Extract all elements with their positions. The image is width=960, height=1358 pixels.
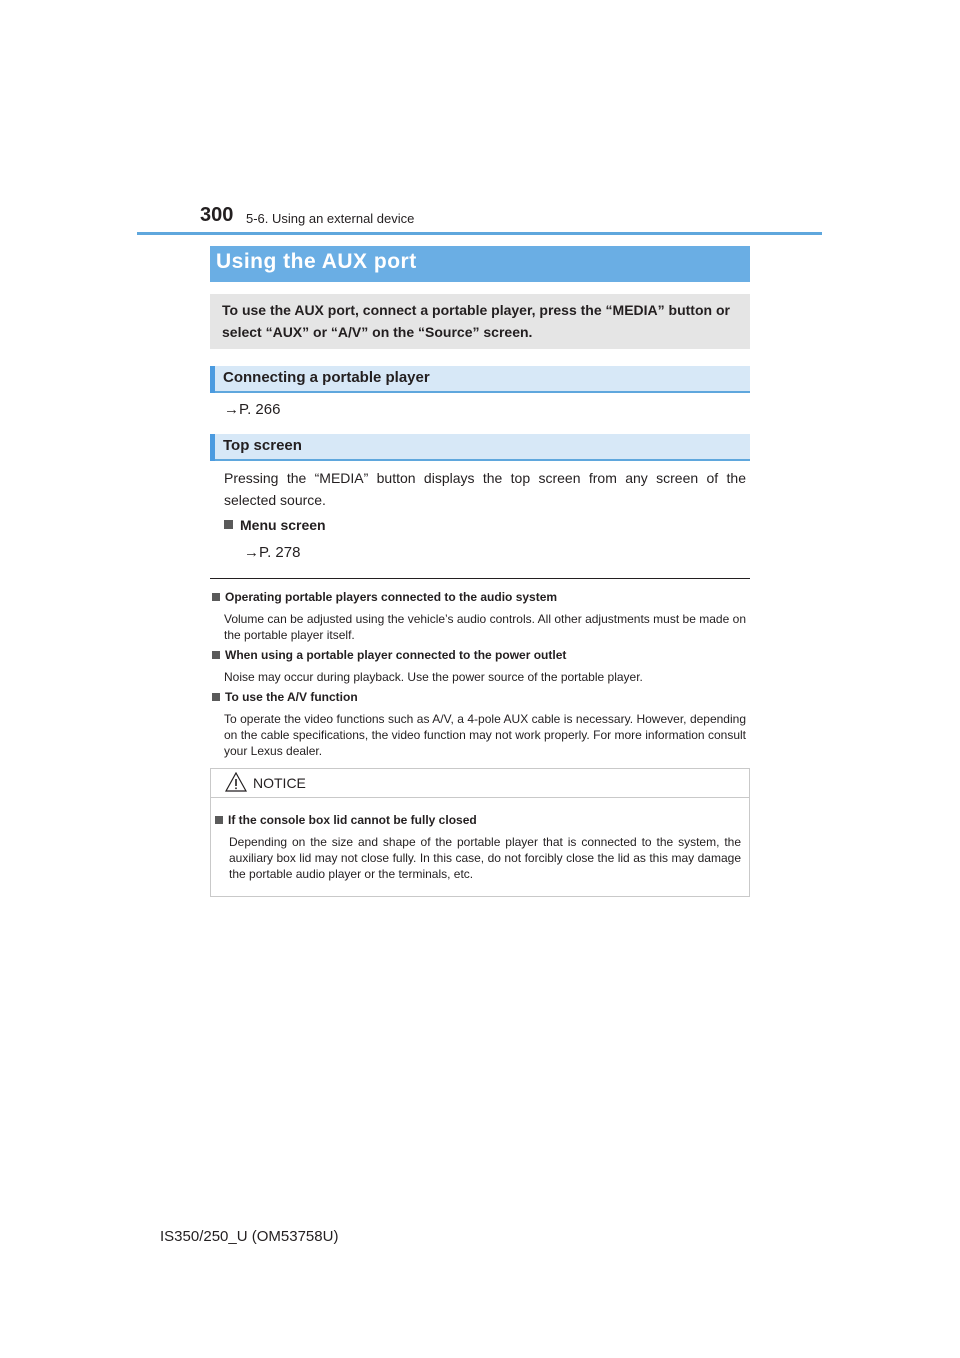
intro-box [210, 294, 750, 349]
page-reference: →P. 278 [244, 544, 301, 561]
notice-heading: If the console box lid cannot be fully c… [215, 813, 477, 827]
page-reference: →P. 266 [224, 401, 281, 418]
subheading-bar [210, 434, 750, 461]
square-bullet-icon [212, 593, 220, 601]
subheading-top-screen: Top screen [223, 437, 302, 454]
notice-label: NOTICE [253, 775, 306, 791]
subheading-bar [210, 366, 750, 393]
note-heading: When using a portable player connected t… [212, 648, 566, 662]
note-heading-text: When using a portable player connected t… [225, 648, 567, 662]
note-heading: To use the A/V function [212, 690, 358, 704]
subheading-accent [210, 434, 215, 461]
footer-model-code: IS350/250_U (OM53758U) [160, 1228, 339, 1245]
divider [210, 578, 750, 579]
note-heading-text: Operating portable players connected to … [225, 590, 558, 604]
menu-screen-heading: Menu screen [224, 517, 326, 533]
body-paragraph: Pressing the “MEDIA” button displays the… [224, 470, 746, 508]
square-bullet-icon [215, 816, 223, 824]
notice-heading-text: If the console box lid cannot be fully c… [228, 813, 477, 827]
subheading-accent [210, 366, 215, 393]
note-body: Volume can be adjusted using the vehicle… [224, 612, 746, 642]
subheading-connecting: Connecting a portable player [223, 369, 430, 386]
square-bullet-icon [212, 651, 220, 659]
header-rule [137, 232, 822, 235]
section-label: 5-6. Using an external device [246, 211, 415, 226]
notice-divider [210, 797, 750, 798]
note-heading: Operating portable players connected to … [212, 590, 557, 604]
note-body: To operate the video functions such as A… [224, 712, 746, 758]
notice-body: Depending on the size and shape of the p… [229, 835, 741, 881]
square-bullet-icon [224, 520, 233, 529]
note-body: Noise may occur during playback. Use the… [224, 670, 643, 684]
page-title: Using the AUX port [216, 250, 417, 273]
square-bullet-icon [212, 693, 220, 701]
warning-icon [225, 772, 247, 792]
notice-box [210, 768, 750, 897]
menu-screen-label: Menu screen [240, 517, 326, 533]
page-number: 300 [200, 204, 234, 226]
note-heading-text: To use the A/V function [225, 690, 358, 704]
intro-text: To use the AUX port, connect a portable … [222, 302, 730, 340]
title-bar [210, 246, 750, 282]
